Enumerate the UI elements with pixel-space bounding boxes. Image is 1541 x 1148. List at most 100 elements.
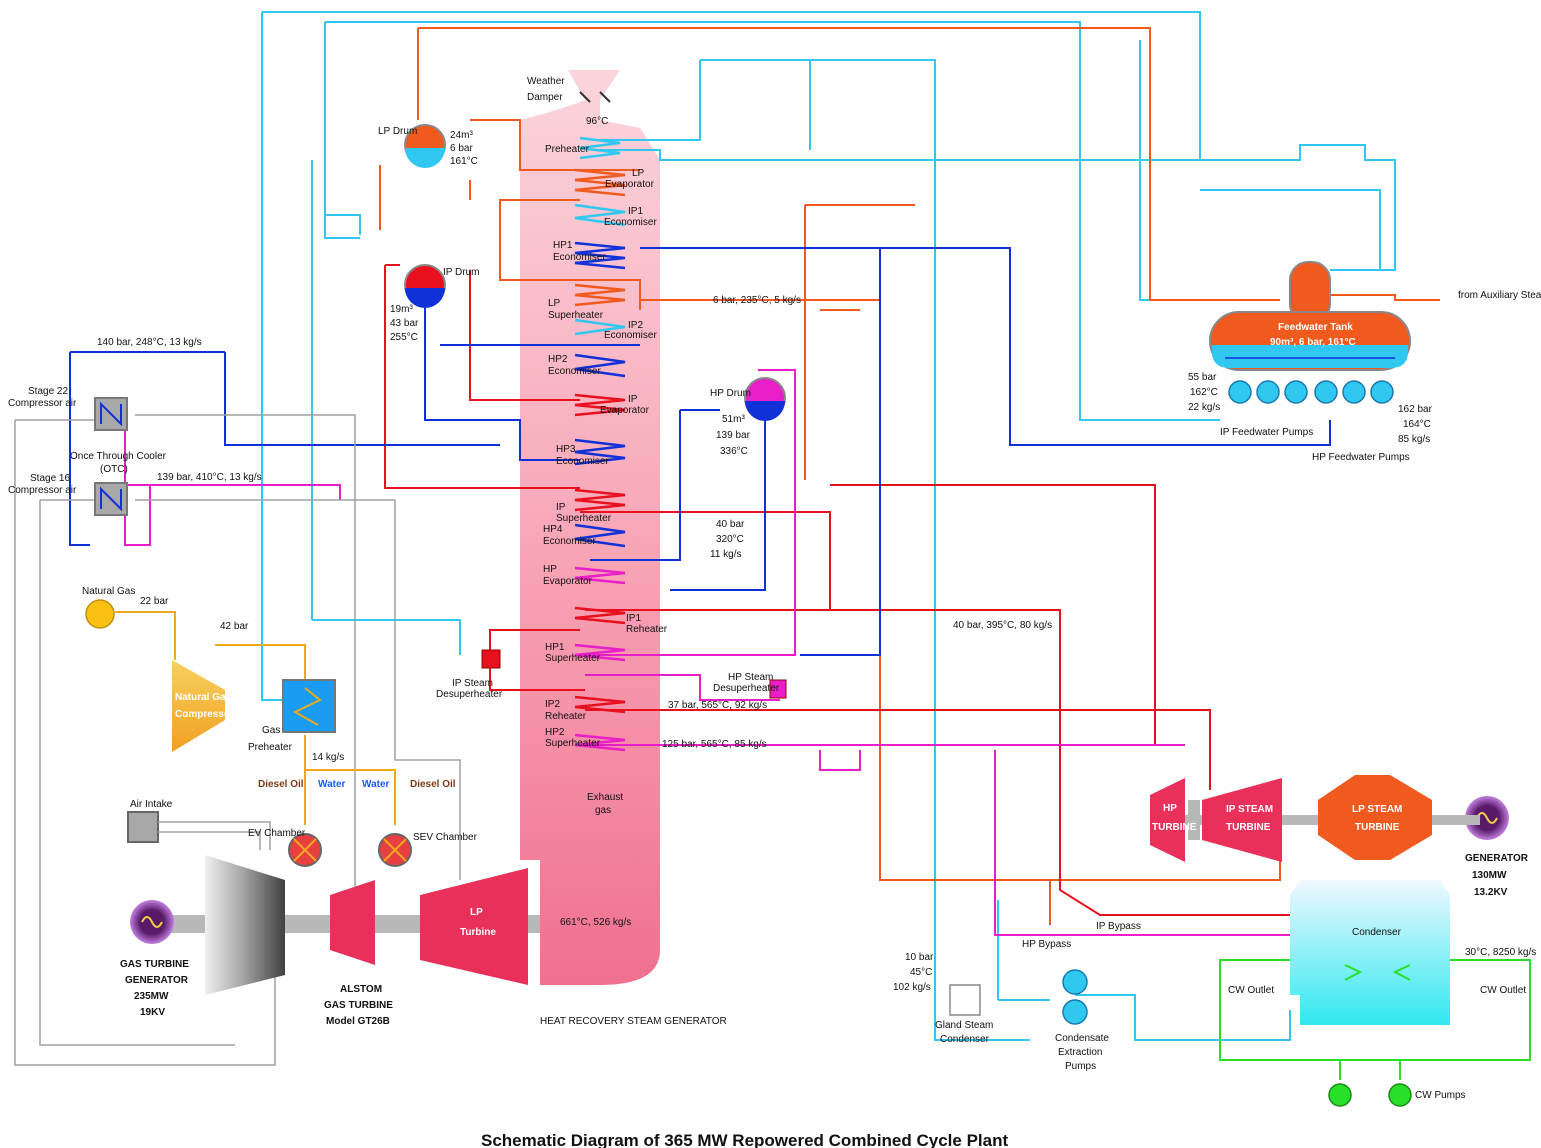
svg-text:125 bar, 565°C, 85 kg/s: 125 bar, 565°C, 85 kg/s (662, 739, 767, 750)
pipes-hp-water (69, 247, 1331, 656)
labels: Weather Damper 96°C LP Drum 24m³ 6 bar 1… (8, 76, 1541, 1148)
svg-text:19m³: 19m³ (390, 304, 413, 315)
gas-turbine (160, 855, 540, 995)
svg-text:Evaporator: Evaporator (600, 405, 650, 416)
svg-text:661°C, 526 kg/s: 661°C, 526 kg/s (560, 917, 631, 928)
hp-steam-desuperheater (769, 679, 787, 699)
svg-text:162°C: 162°C (1190, 387, 1218, 398)
feedwater-tank (1209, 261, 1411, 371)
svg-text:GENERATOR: GENERATOR (125, 975, 189, 986)
svg-text:HP: HP (1163, 803, 1177, 814)
svg-text:HP2: HP2 (545, 727, 565, 738)
svg-text:IP Steam: IP Steam (452, 678, 493, 689)
svg-text:SEV Chamber: SEV Chamber (413, 832, 478, 843)
svg-text:Extraction: Extraction (1058, 1047, 1102, 1058)
svg-text:Desuperheater: Desuperheater (713, 683, 780, 694)
svg-text:6 bar, 235°C, 5 kg/s: 6 bar, 235°C, 5 kg/s (713, 295, 801, 306)
svg-text:161°C: 161°C (450, 156, 478, 167)
svg-text:13.2KV: 13.2KV (1474, 887, 1508, 898)
svg-text:Stage 22: Stage 22 (28, 386, 68, 397)
svg-text:Gas: Gas (262, 725, 280, 736)
svg-text:LP STEAM: LP STEAM (1352, 804, 1402, 815)
svg-text:90m³, 6 bar, 161°C: 90m³, 6 bar, 161°C (1270, 337, 1356, 348)
hp-drum (744, 377, 786, 421)
svg-text:HP2: HP2 (548, 354, 568, 365)
weather-damper-icon (579, 91, 611, 103)
svg-text:42 bar: 42 bar (220, 621, 249, 632)
svg-text:22 bar: 22 bar (140, 596, 169, 607)
svg-text:Compressor: Compressor (175, 709, 234, 720)
svg-text:Preheater: Preheater (545, 144, 590, 155)
svg-text:Turbine: Turbine (460, 927, 496, 938)
pipes-gas (115, 611, 396, 825)
svg-text:Reheater: Reheater (626, 624, 668, 635)
svg-text:Model GT26B: Model GT26B (326, 1016, 390, 1027)
svg-text:HP Drum: HP Drum (710, 388, 751, 399)
svg-text:30°C, 8250 kg/s: 30°C, 8250 kg/s (1465, 947, 1536, 958)
svg-text:Economiser: Economiser (604, 217, 657, 228)
svg-text:Stage 16: Stage 16 (30, 473, 70, 484)
ip-drum (404, 264, 446, 308)
svg-text:LP: LP (632, 168, 645, 179)
svg-text:139 bar, 410°C, 13 kg/s: 139 bar, 410°C, 13 kg/s (157, 472, 262, 483)
svg-text:IP Drum: IP Drum (443, 267, 480, 278)
svg-text:235MW: 235MW (134, 991, 169, 1002)
pipes-lp-water (261, 11, 1396, 1041)
svg-text:336°C: 336°C (720, 446, 748, 457)
air-intake (127, 811, 159, 843)
svg-text:IP: IP (628, 394, 638, 405)
svg-text:Pumps: Pumps (1065, 1061, 1096, 1072)
svg-text:Condenser: Condenser (1352, 927, 1402, 938)
svg-text:ALSTOM: ALSTOM (340, 984, 382, 995)
svg-text:11 kg/s: 11 kg/s (710, 549, 742, 560)
svg-text:Exhaust: Exhaust (587, 792, 623, 803)
svg-text:Weather: Weather (527, 76, 565, 87)
svg-text:40 bar, 395°C, 80 kg/s: 40 bar, 395°C, 80 kg/s (953, 620, 1052, 631)
svg-text:Natural Gas: Natural Gas (82, 586, 135, 597)
svg-text:45°C: 45°C (910, 967, 932, 978)
svg-text:51m³: 51m³ (722, 414, 745, 425)
svg-text:HEAT RECOVERY STEAM GENERATOR: HEAT RECOVERY STEAM GENERATOR (540, 1016, 727, 1027)
steam-turbines (1150, 775, 1480, 862)
svg-text:GAS TURBINE: GAS TURBINE (324, 1000, 393, 1011)
svg-text:Natural Gas: Natural Gas (175, 692, 232, 703)
svg-text:37 bar, 565°C, 92 kg/s: 37 bar, 565°C, 92 kg/s (668, 700, 767, 711)
coils (574, 136, 626, 752)
pipes-hp-steam (122, 369, 1290, 936)
svg-text:139 bar: 139 bar (716, 430, 751, 441)
svg-text:LP Drum: LP Drum (378, 126, 417, 137)
gas-preheater (282, 679, 336, 733)
svg-text:Economiser: Economiser (543, 536, 596, 547)
feedwater-pumps (1228, 380, 1394, 404)
svg-text:LP: LP (548, 298, 561, 309)
svg-text:GENERATOR: GENERATOR (1465, 853, 1529, 864)
svg-text:Reheater: Reheater (545, 711, 587, 722)
svg-text:Damper: Damper (527, 92, 563, 103)
condenser (1290, 880, 1450, 1025)
svg-text:Condensate: Condensate (1055, 1033, 1109, 1044)
svg-text:IP Bypass: IP Bypass (1096, 921, 1141, 932)
svg-text:HP3: HP3 (556, 444, 576, 455)
svg-text:96°C: 96°C (586, 116, 608, 127)
svg-text:HP: HP (543, 564, 557, 575)
gland-steam-condenser (949, 984, 981, 1016)
svg-text:40 bar: 40 bar (716, 519, 745, 530)
svg-text:TURBINE: TURBINE (1226, 822, 1271, 833)
combustion-chambers (288, 833, 412, 867)
condensate-pumps (1062, 969, 1088, 1025)
svg-text:HP Feedwater Pumps: HP Feedwater Pumps (1312, 452, 1410, 463)
svg-text:Diesel Oil: Diesel Oil (258, 779, 304, 790)
svg-text:Compressor air: Compressor air (8, 398, 77, 409)
svg-text:CW Outlet: CW Outlet (1228, 985, 1274, 996)
svg-text:IP STEAM: IP STEAM (1226, 804, 1273, 815)
svg-text:Water: Water (362, 779, 390, 790)
svg-text:CW Outlet: CW Outlet (1480, 985, 1526, 996)
pipes-lp-steam (379, 27, 1440, 925)
svg-text:Gland Steam: Gland Steam (935, 1020, 993, 1031)
svg-text:Superheater: Superheater (556, 513, 612, 524)
svg-text:43 bar: 43 bar (390, 318, 419, 329)
svg-text:14 kg/s: 14 kg/s (312, 752, 344, 763)
svg-text:320°C: 320°C (716, 534, 744, 545)
svg-text:from Auxiliary Steam: from Auxiliary Steam (1458, 290, 1541, 301)
svg-text:HP1: HP1 (553, 240, 573, 251)
